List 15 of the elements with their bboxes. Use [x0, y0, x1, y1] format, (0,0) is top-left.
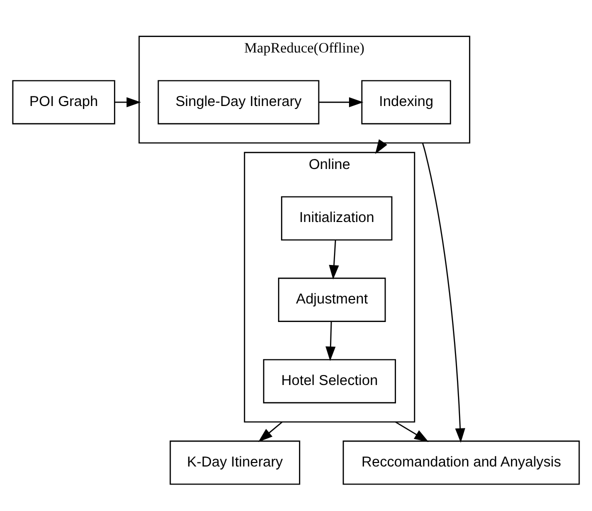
node-box: Initialization — [281, 196, 392, 241]
node-box: Adjustment — [278, 278, 386, 322]
node-box: POI Graph — [12, 80, 116, 124]
arrow — [395, 421, 429, 442]
arrow — [422, 142, 466, 443]
node-box: Indexing — [361, 80, 452, 124]
arrow — [258, 421, 283, 442]
node-box: K-Day Itinerary — [170, 440, 300, 485]
arrow — [114, 97, 141, 108]
arrow — [328, 240, 339, 280]
node-box: Reccomandation and Anyalysis — [342, 440, 580, 485]
arrow — [319, 97, 364, 108]
node-box: Single-Day Itinerary — [158, 80, 320, 124]
node-box: Hotel Selection — [263, 359, 396, 404]
arrow — [326, 322, 336, 361]
